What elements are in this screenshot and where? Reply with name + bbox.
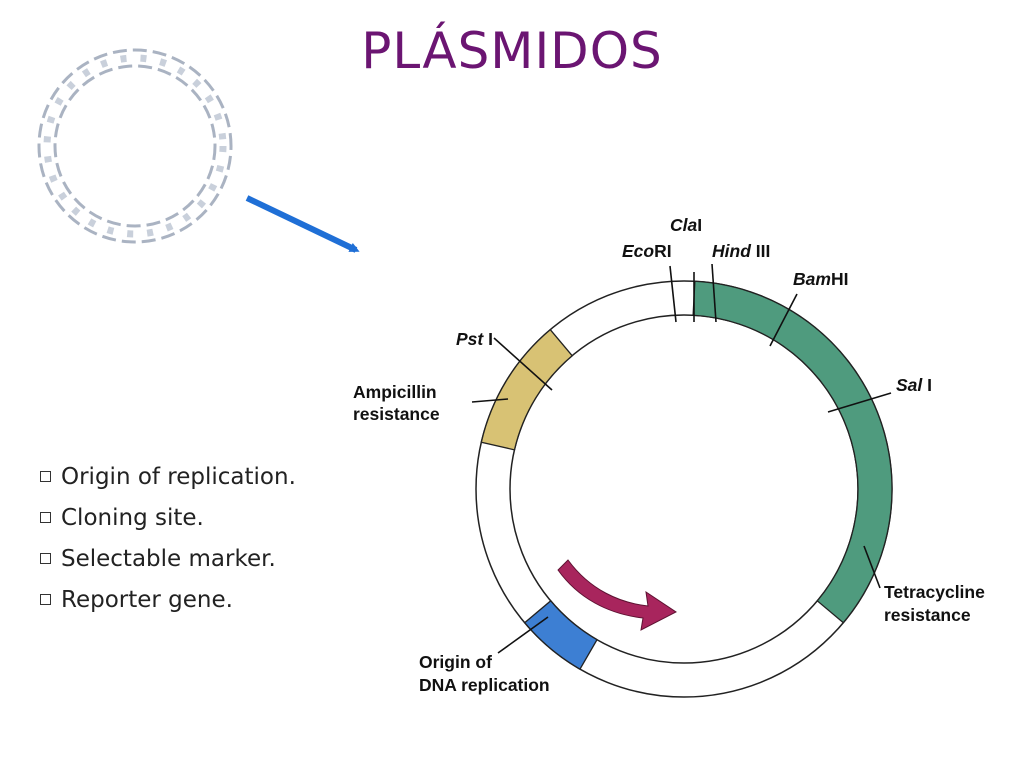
sal-i-label: Sal I: [896, 375, 932, 395]
cla-i-label: ClaI: [670, 215, 702, 235]
list-item: Selectable marker.: [40, 538, 340, 579]
svg-text:EcoRI: EcoRI: [622, 241, 672, 261]
eco-ri-label: EcoRI: [622, 241, 672, 261]
sal-i-site-marker: [827, 392, 892, 413]
origin-of-replication-segment: [523, 599, 598, 671]
tetracycline-leader-line: [863, 545, 881, 589]
page-title: PLÁSMIDOS: [361, 22, 663, 80]
svg-text:Hind III: Hind III: [712, 241, 770, 261]
origin-label-line2: DNA replication: [419, 675, 550, 695]
pointer-arrow: [245, 195, 360, 253]
hind-iii-site-marker: [711, 263, 717, 323]
list-item: Cloning site.: [40, 497, 340, 538]
ampicillin-label-line2: resistance: [353, 404, 440, 424]
checkbox-bullet-icon: [40, 594, 51, 605]
svg-text:BamHI: BamHI: [793, 269, 848, 289]
ring-inner: [509, 314, 859, 664]
tetracycline-resistance-segment: [692, 280, 893, 624]
ampicillin-label-line1: Ampicillin: [353, 382, 437, 402]
tetracycline-label-line2: resistance: [884, 605, 971, 625]
bam-hi-label: BamHI: [793, 269, 848, 289]
hind-iii-label: Hind III: [712, 241, 770, 261]
bam-hi-site-marker: [769, 293, 798, 347]
replication-direction-arrow: [557, 559, 677, 631]
tetracycline-label-line1: Tetracycline: [884, 582, 985, 602]
eco-ri-site-marker: [669, 265, 677, 323]
pst-i-label: Pst I: [456, 329, 493, 349]
pst-i-site-marker: [493, 337, 553, 391]
checkbox-bullet-icon: [40, 553, 51, 564]
checkbox-bullet-icon: [40, 471, 51, 482]
feature-list: Origin of replication. Cloning site. Sel…: [40, 456, 340, 620]
ampicillin-resistance-segment: [480, 328, 574, 451]
dna-helix-icon: [37, 48, 233, 244]
origin-label-line1: Origin of: [419, 652, 492, 672]
checkbox-bullet-icon: [40, 512, 51, 523]
origin-leader-line: [497, 616, 549, 654]
plasmid-ring: [471, 263, 893, 698]
svg-text:Pst I: Pst I: [456, 329, 493, 349]
list-item: Origin of replication.: [40, 456, 340, 497]
list-item: Reporter gene.: [40, 579, 340, 620]
svg-text:ClaI: ClaI: [670, 215, 702, 235]
ampicillin-leader-line: [471, 398, 509, 403]
svg-text:Sal I: Sal I: [896, 375, 932, 395]
